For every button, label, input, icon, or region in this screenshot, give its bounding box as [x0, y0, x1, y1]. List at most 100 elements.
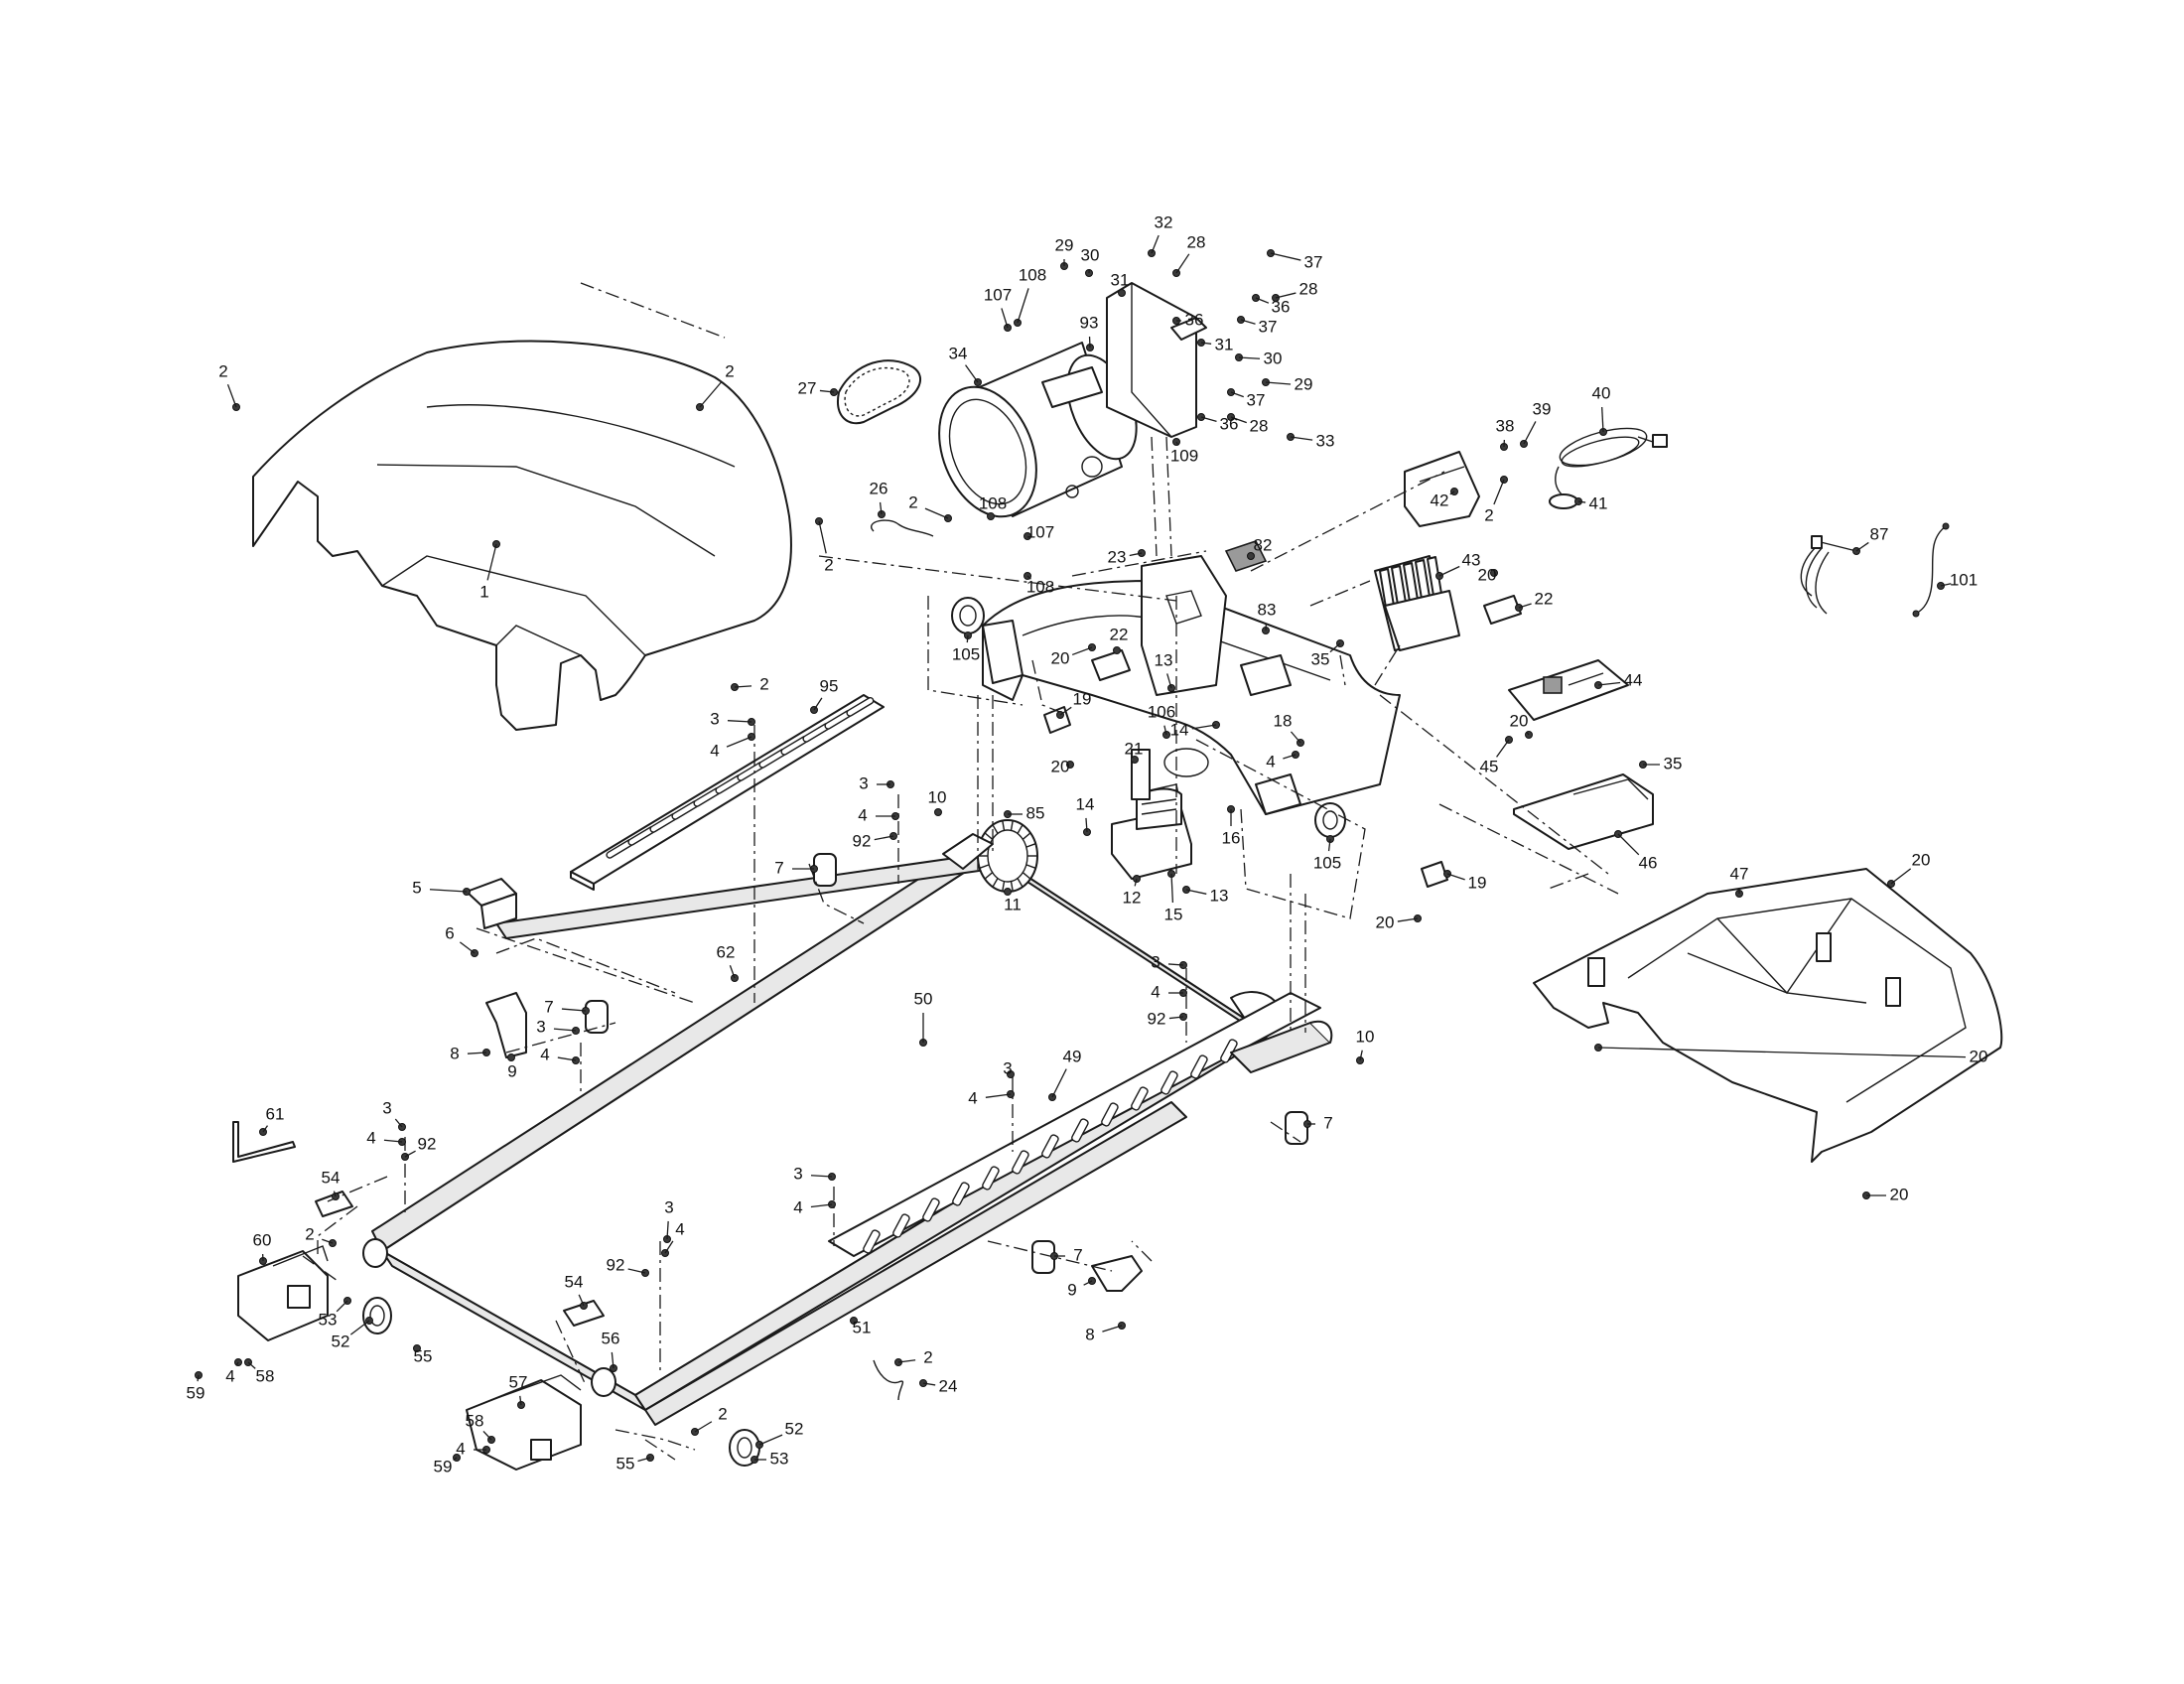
callout-4: 4: [675, 1219, 684, 1238]
foot-rail-left: [570, 694, 885, 891]
leader-2: [1493, 479, 1505, 505]
callout-36: 36: [1272, 297, 1291, 316]
callout-20: 20: [1912, 850, 1931, 869]
fastener-dot: [850, 1317, 858, 1325]
callout-85: 85: [1026, 803, 1045, 822]
leader-22: [1518, 603, 1532, 609]
leader-3: [553, 1028, 577, 1032]
leader-26: [879, 501, 883, 515]
callout-41: 41: [1589, 493, 1608, 512]
callout-10: 10: [1356, 1027, 1375, 1046]
bracket-5: [466, 878, 517, 929]
rail-slot: [922, 1197, 940, 1222]
leader-31: [1200, 342, 1212, 345]
callout-45: 45: [1480, 757, 1499, 775]
leader-43: [1438, 565, 1460, 577]
callout-26: 26: [870, 479, 888, 497]
fastener-dot: [1247, 552, 1255, 560]
callout-21: 21: [1125, 739, 1144, 758]
callout-20: 20: [1376, 912, 1395, 931]
callout-4: 4: [1266, 752, 1275, 771]
callout-105: 105: [952, 644, 980, 663]
leader-101: [1940, 583, 1952, 587]
leader-42: [1449, 491, 1455, 495]
leader-59: [453, 1457, 458, 1461]
leader-24: [922, 1382, 936, 1386]
callout-2: 2: [824, 555, 833, 574]
callout-108: 108: [1026, 577, 1054, 596]
leader-19: [1059, 706, 1072, 716]
label-82: [1224, 540, 1268, 572]
rail-slot: [1071, 1118, 1089, 1143]
callout-3: 3: [664, 1197, 673, 1216]
leader-13: [1166, 673, 1172, 689]
wheel-left: [362, 1297, 392, 1334]
rail-slot: [1101, 1102, 1119, 1127]
callout-92: 92: [418, 1134, 437, 1153]
pulley-tooth: [984, 832, 994, 840]
callout-44: 44: [1624, 670, 1643, 689]
leader-2: [924, 507, 949, 519]
pulley-tooth: [984, 872, 994, 880]
fastener-dot: [987, 512, 995, 520]
callout-9: 9: [507, 1061, 516, 1080]
leader-20: [1526, 731, 1530, 736]
deck-cushion-2: [585, 1000, 609, 1034]
callout-82: 82: [1254, 535, 1273, 554]
leader-32: [1151, 234, 1160, 254]
leader-15: [1170, 873, 1174, 904]
leader-92: [874, 835, 894, 841]
callout-36: 36: [1185, 310, 1204, 329]
leader-6: [459, 941, 476, 954]
rear-endcap-left: [237, 1245, 329, 1341]
rail-slot: [863, 1229, 881, 1254]
leader-106: [1163, 725, 1167, 736]
leader-40: [1601, 406, 1604, 433]
callout-2: 2: [218, 361, 227, 380]
callout-55: 55: [414, 1346, 433, 1365]
pulley-tooth: [1002, 881, 1006, 892]
callout-3: 3: [536, 1017, 545, 1036]
callout-92: 92: [607, 1255, 625, 1274]
rail-slot: [892, 1213, 910, 1238]
pulley-tooth: [1017, 824, 1024, 834]
wire-26: [871, 519, 934, 537]
callout-87: 87: [1870, 524, 1889, 543]
leader-53: [336, 1300, 348, 1313]
callout-4: 4: [366, 1128, 375, 1147]
rail-slot: [1131, 1086, 1149, 1111]
leader-2: [699, 381, 723, 408]
callout-1: 1: [479, 582, 488, 601]
callout-11: 11: [1004, 895, 1022, 913]
callout-57: 57: [509, 1372, 528, 1391]
leader-4: [1283, 754, 1297, 760]
callout-61: 61: [266, 1104, 285, 1123]
pulley-tooth: [992, 878, 999, 888]
callout-3: 3: [1151, 952, 1160, 971]
callout-20: 20: [1478, 565, 1497, 584]
lift-motor: [1111, 748, 1209, 880]
leader-52: [349, 1320, 370, 1335]
leader-20: [1890, 868, 1912, 885]
leader-92: [1168, 1016, 1184, 1020]
leader-4: [235, 1361, 239, 1366]
leader-20: [1597, 1047, 1967, 1058]
rail-slot: [1160, 1070, 1178, 1095]
leader-3: [666, 1220, 669, 1240]
rail-slot: [952, 1182, 970, 1206]
drive-belt: [837, 359, 922, 425]
leader-8: [467, 1052, 487, 1054]
callout-20: 20: [1970, 1047, 1988, 1065]
callout-4: 4: [1151, 982, 1160, 1001]
leader-46: [1617, 833, 1640, 856]
callout-4: 4: [793, 1197, 802, 1216]
power-bracket: [1404, 451, 1480, 527]
callout-59: 59: [187, 1383, 205, 1402]
callout-22: 22: [1110, 625, 1129, 643]
drive-pulley: [977, 819, 1038, 893]
callout-2: 2: [759, 674, 768, 693]
callout-19: 19: [1468, 873, 1487, 892]
callout-36: 36: [1220, 414, 1239, 433]
callout-35: 35: [1664, 754, 1683, 772]
callout-2: 2: [718, 1404, 727, 1423]
